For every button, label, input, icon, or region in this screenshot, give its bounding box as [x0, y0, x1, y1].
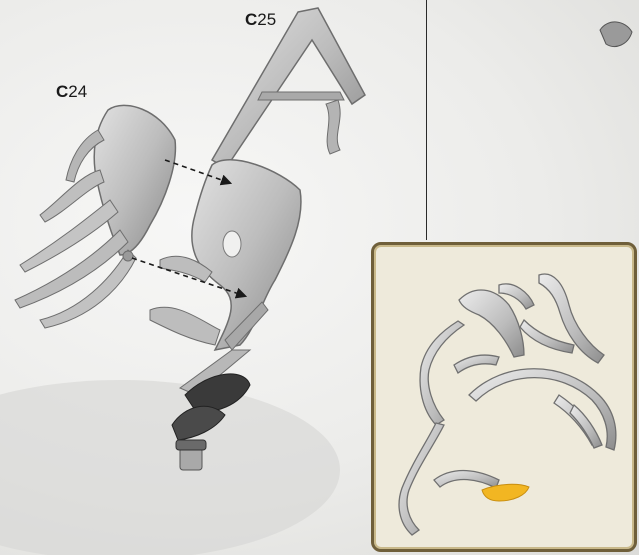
ground-shadow [0, 380, 340, 555]
detail-illustration [374, 245, 634, 549]
highlight-piece [482, 484, 529, 501]
part-c24 [15, 105, 175, 328]
label-c25: C25 [245, 10, 276, 30]
detail-inset [371, 242, 637, 552]
part-c25 [150, 8, 365, 395]
partial-part [600, 22, 632, 47]
panel-divider [426, 0, 427, 240]
label-c24: C24 [56, 82, 87, 102]
